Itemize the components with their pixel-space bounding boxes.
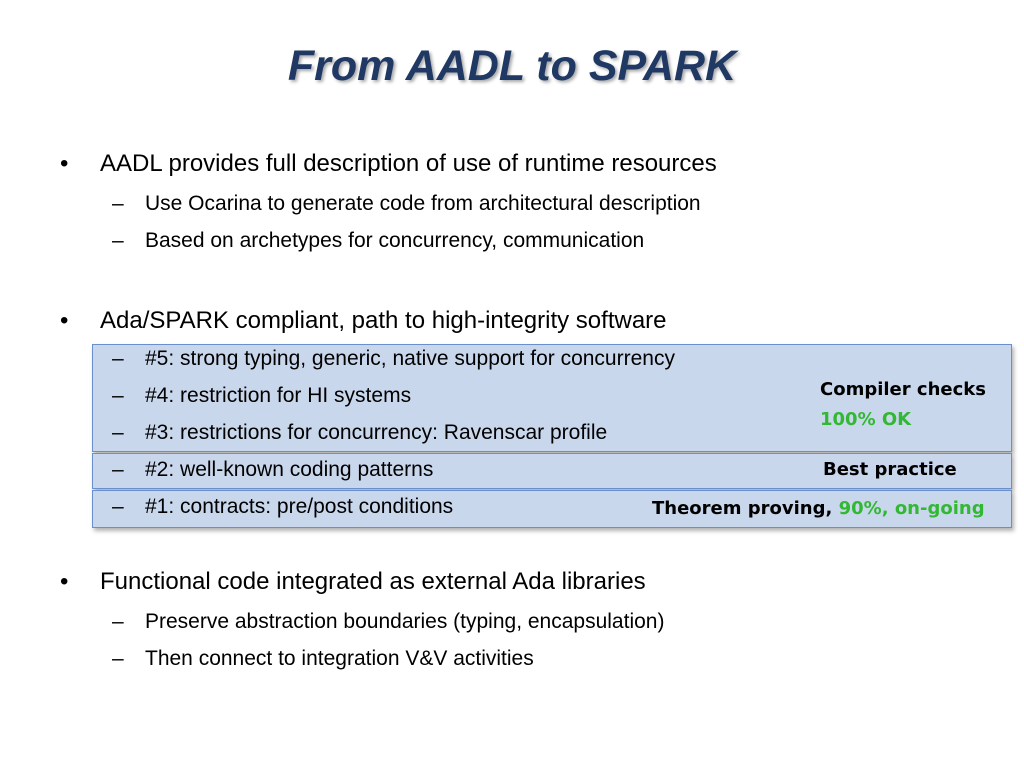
sub-bullet-text: Based on archetypes for concurrency, com… <box>145 229 645 252</box>
theorem-proving-highlight-box <box>92 490 1012 528</box>
dash-marker: – <box>112 421 124 444</box>
dash-marker: – <box>112 229 124 252</box>
dash-marker: – <box>112 192 124 215</box>
sub-bullet-text: #1: contracts: pre/post conditions <box>145 495 454 518</box>
bullet-marker: • <box>60 150 69 177</box>
bullet-marker: • <box>60 568 69 595</box>
dash-marker: – <box>112 458 124 481</box>
bullet-text: AADL provides full description of use of… <box>100 150 717 177</box>
theorem-proving-status: 90%, on-going <box>838 498 985 519</box>
bullet-marker: • <box>60 307 69 334</box>
dash-marker: – <box>112 610 124 633</box>
compiler-checks-highlight-box <box>92 344 1012 452</box>
dash-marker: – <box>112 347 124 370</box>
theorem-proving-label: Theorem proving, <box>652 498 833 519</box>
sub-bullet-text: Preserve abstraction boundaries (typing,… <box>145 610 665 633</box>
dash-marker: – <box>112 384 124 407</box>
best-practice-highlight-box <box>92 453 1012 489</box>
sub-bullet-text: #4: restriction for HI systems <box>145 384 412 407</box>
compiler-checks-label: Compiler checks <box>820 379 986 400</box>
compiler-checks-status: 100% OK <box>820 409 912 430</box>
theorem-proving-note: Theorem proving, 90%, on-going <box>652 498 985 519</box>
sub-bullet-text: #2: well-known coding patterns <box>145 458 434 481</box>
dash-marker: – <box>112 647 124 670</box>
sub-bullet-text: Use Ocarina to generate code from archit… <box>145 192 701 215</box>
sub-bullet-text: Then connect to integration V&V activiti… <box>145 647 534 670</box>
bullet-text: Functional code integrated as external A… <box>100 568 646 595</box>
dash-marker: – <box>112 495 124 518</box>
best-practice-label: Best practice <box>823 459 957 480</box>
sub-bullet-text: #3: restrictions for concurrency: Ravens… <box>145 421 608 444</box>
sub-bullet-text: #5: strong typing, generic, native suppo… <box>145 347 675 370</box>
slide-title: From AADL to SPARK <box>287 42 737 90</box>
bullet-text: Ada/SPARK compliant, path to high-integr… <box>100 307 667 334</box>
